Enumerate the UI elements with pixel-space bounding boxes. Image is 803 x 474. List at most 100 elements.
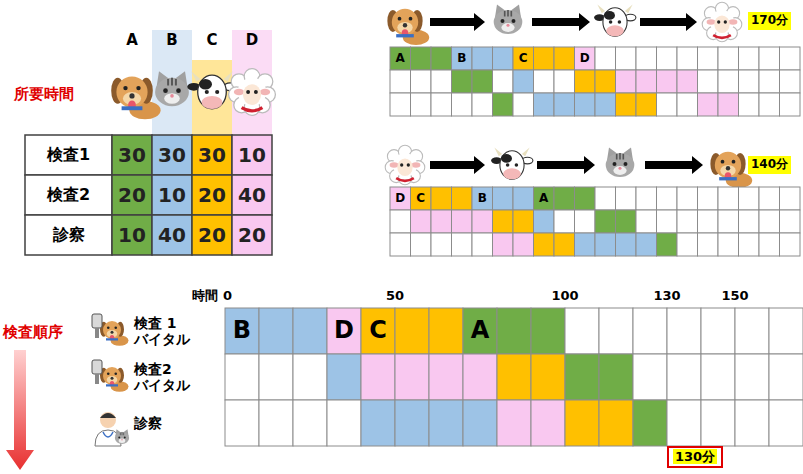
table-value-cell [232,135,272,175]
table-value: 30 [192,135,232,175]
header-tint [232,30,272,135]
circle-shape [398,17,402,21]
gantt-cell [633,400,667,446]
gantt-cell [677,233,698,256]
sequence-arrow [537,156,595,174]
gantt-cell [759,47,780,70]
line-shape [171,78,173,86]
circle-shape [512,19,516,23]
polygon-shape [494,147,502,156]
gantt-cell [565,400,599,446]
gantt-cell [759,70,780,93]
gantt-cell [636,233,657,256]
dog-icon [100,321,129,346]
gantt-cell [759,187,780,210]
gantt-cell [361,308,395,354]
line-shape [122,432,123,435]
gantt-cell [667,308,701,354]
gantt-cell [452,70,473,93]
gantt-cell [599,308,633,354]
job-letter: C [513,47,534,70]
circle-shape [107,326,110,329]
gantt-cell [698,210,719,233]
gantt-cell [411,47,432,70]
job-letter: B [225,308,259,354]
gantt-cell [431,233,452,256]
line-shape [175,79,177,86]
table-value-cell [152,135,192,175]
gantt-cell [677,187,698,210]
gantt-cell [513,47,534,70]
gantt-cell [225,308,259,354]
column-header: B [152,32,192,50]
gantt-cell [657,70,678,93]
dog-icon [100,367,129,392]
gantt-cell [493,187,514,210]
gantt-cell [595,47,616,70]
circle-shape [400,163,403,166]
table-row-cell [25,175,112,215]
job-letter: C [361,308,395,354]
gantt-cell [565,354,599,400]
gantt-cell [735,400,769,446]
gantt-cell [534,70,555,93]
gantt-cell [472,187,493,210]
gantt-cell [759,210,780,233]
circle-shape [114,372,117,375]
table-value: 30 [152,135,192,175]
circle-shape [721,160,725,164]
job-letter: B [452,47,473,70]
gantt-cell [677,210,698,233]
sheep-icon [229,69,276,116]
ellipse-shape [243,84,261,105]
circle-shape [506,163,510,167]
gantt-cell [636,93,657,116]
line-shape [123,433,124,436]
job-letter: D [390,187,411,210]
gantt-cell [390,93,411,116]
ellipse-shape [606,25,624,36]
gantt-cell [657,47,678,70]
gantt-cell [701,354,735,400]
table-row-cell [25,215,112,255]
job-letter: A [390,47,411,70]
ellipse-shape [119,439,126,443]
gantt-cell [411,93,432,116]
circle-shape [176,88,181,93]
gantt-cell [595,70,616,93]
result-box: 130分 [667,446,723,468]
gantt-cell [595,93,616,116]
gantt-cell [633,308,667,354]
gantt-cell [575,47,596,70]
gantt-cell [677,93,698,116]
ellipse-shape [606,153,635,177]
gantt-cell [575,70,596,93]
gantt-cell [513,233,534,256]
gantt-cell [513,210,534,233]
dog-icon [387,9,429,45]
ellipse-shape [234,89,244,96]
gantt-cell [534,233,555,256]
cat-icon [155,71,189,106]
circle-shape [129,93,134,98]
table-value: 40 [232,175,272,215]
gantt-cell [531,400,565,446]
gantt-cell [718,70,739,93]
gantt-cell [361,354,395,400]
ellipse-shape [260,89,270,96]
gantt-cell [431,93,452,116]
gantt-cell [616,210,637,233]
polygon-shape [625,4,633,13]
circle-shape [501,19,505,23]
gantt-cell [718,93,739,116]
gantt-cell [701,400,735,446]
gantt-cell [657,187,678,210]
rect-shape [396,34,414,37]
gantt-cell [636,187,657,210]
circle-shape [136,86,140,90]
circle-shape [163,88,168,93]
table-value: 10 [232,135,272,175]
gantt-cell [698,187,719,210]
gantt-cell [565,308,599,354]
